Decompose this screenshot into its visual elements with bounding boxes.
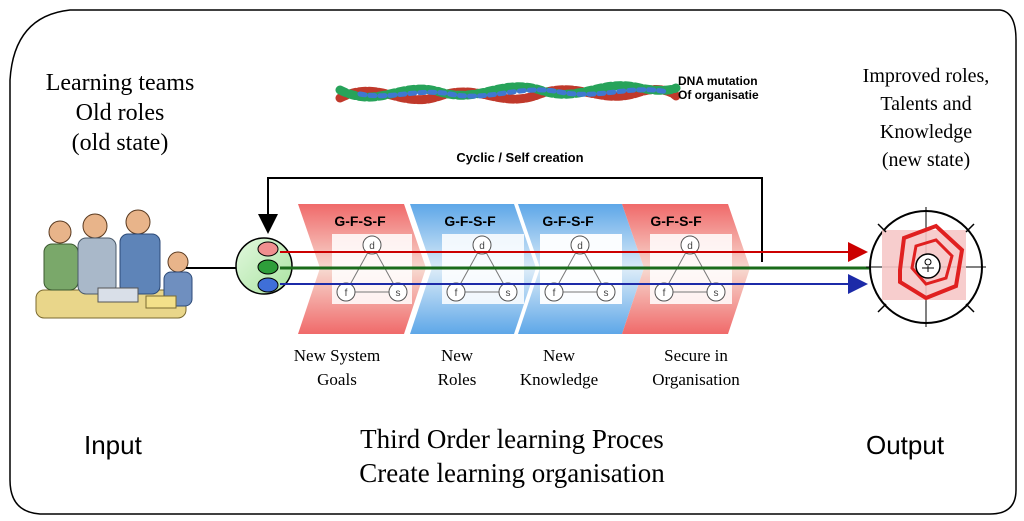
stage-4-label: G-F-S-F (650, 213, 702, 229)
stage-caption-line: Organisation (652, 370, 740, 389)
dna-label: DNA mutation Of organisatie (678, 74, 808, 102)
node-label: s (506, 288, 511, 299)
left-title-line: (old state) (71, 130, 169, 156)
outer-frame (9, 9, 1017, 515)
dna-label-line: Of organisatie (678, 88, 759, 102)
node-label: s (714, 288, 719, 299)
hub-node-blue (257, 277, 279, 293)
stage-caption-line: New (440, 346, 474, 365)
right-title-line: Improved roles, (862, 65, 990, 87)
node-label: s (604, 288, 609, 299)
input-label: Input (84, 430, 142, 460)
node-label: f (553, 288, 556, 299)
left-title-line: Old roles (75, 100, 165, 126)
stage-caption-line: Roles (437, 370, 477, 389)
stage-caption-line: Knowledge (519, 370, 599, 389)
stage-caption-line: New System (293, 346, 381, 365)
left-title: Learning teams Old roles (old state) (20, 68, 220, 158)
node-label: f (345, 288, 348, 299)
left-title-line: Learning teams (45, 70, 195, 96)
bottom-title: Third Order learning Proces Create learn… (262, 422, 762, 490)
stage-caption-line: Secure in (664, 346, 728, 365)
stage-3-label: G-F-S-F (542, 213, 594, 229)
stage-caption-line: New (542, 346, 576, 365)
target-spiral-icon (866, 207, 986, 327)
hub-node-group (235, 237, 293, 295)
node-label: s (396, 288, 401, 299)
right-title-line: (new state) (881, 149, 971, 171)
dna-helix-icon (335, 81, 681, 105)
stage-1-label: G-F-S-F (334, 213, 386, 229)
right-title: Improved roles, Talents and Knowledge (n… (828, 62, 1024, 174)
bottom-title-line: Third Order learning Proces (360, 424, 664, 454)
dna-label-line: DNA mutation (678, 74, 758, 88)
bottom-title-line: Create learning organisation (359, 458, 665, 488)
stage-2-caption: New Roles (422, 344, 492, 392)
cycle-label: Cyclic / Self creation (456, 150, 584, 165)
node-label: d (369, 241, 375, 252)
stage-1-caption: New System Goals (272, 344, 402, 392)
node-label: d (577, 241, 583, 252)
output-label: Output (866, 430, 945, 460)
stage-labels: G-F-S-F G-F-S-F G-F-S-F G-F-S-F (334, 213, 702, 229)
cyclic-loop-line (258, 177, 763, 262)
right-title-line: Knowledge (879, 121, 973, 143)
stage-caption-line: Goals (317, 370, 357, 389)
right-title-line: Talents and (880, 93, 972, 115)
node-label: f (663, 288, 666, 299)
triangle-node-labels: d f s d f s d f s d f s (345, 241, 719, 299)
stage-4-caption: Secure in Organisation (624, 344, 768, 392)
hub-node-green (257, 259, 279, 275)
stage-2-label: G-F-S-F (444, 213, 496, 229)
node-label: d (687, 241, 693, 252)
triangle-diagram-4 (654, 235, 726, 302)
stage-3-caption: New Knowledge (496, 344, 622, 392)
node-label: f (455, 288, 458, 299)
hub-node-red (257, 241, 279, 257)
node-label: d (479, 241, 485, 252)
team-people-icon (35, 209, 193, 319)
